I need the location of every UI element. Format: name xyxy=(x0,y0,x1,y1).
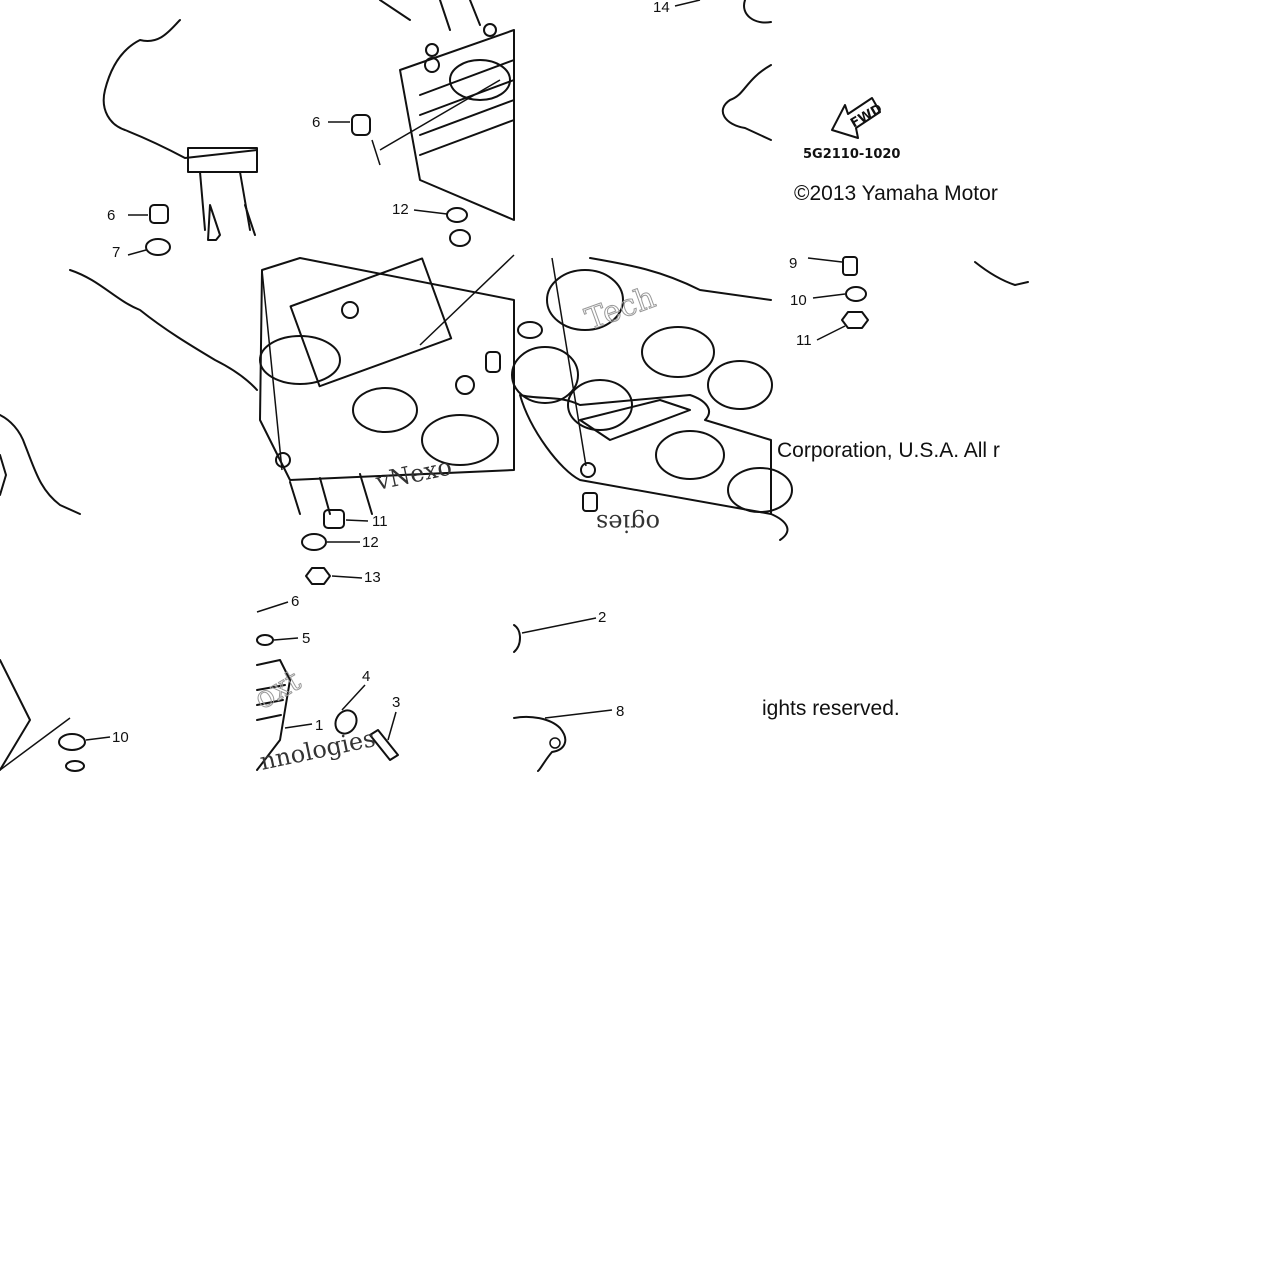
oring-5-icon xyxy=(256,634,274,646)
callout-12-top: 12 xyxy=(392,201,409,218)
tile-mid-center: vNexo xyxy=(259,254,515,515)
callout-3: 3 xyxy=(392,694,400,711)
stud-9-icon xyxy=(842,256,858,276)
bolt-6-icon xyxy=(149,204,169,224)
tile-bottom-center: 11 12 13 6 5 1 4 3 oxt nnologies xyxy=(248,509,400,776)
callout-10-right: 10 xyxy=(790,292,807,309)
forward-arrow-icon: FWD xyxy=(831,97,885,139)
callout-13: 13 xyxy=(364,569,381,586)
tile-mid-right: Tech xyxy=(511,257,793,515)
tile-bottom-far-right: ights reserved. xyxy=(762,697,900,720)
copyright-line-3: ights reserved. xyxy=(762,697,900,720)
callout-9: 9 xyxy=(789,255,797,272)
watermark-3: oxt xyxy=(249,663,307,717)
tile-top-far-right: FWD 5G2110-1020 ©2013 Yamaha Motor xyxy=(794,97,998,205)
dowel-6-icon xyxy=(351,114,371,136)
bolt-11-icon xyxy=(323,509,345,529)
callout-12-center: 12 xyxy=(362,534,379,551)
tile-mid-far-right: 9 10 11 Corporation, U.S.A. All r xyxy=(777,255,1029,462)
nut-icon xyxy=(449,229,471,247)
washer-4-icon xyxy=(334,709,358,735)
watermark-2: ogies xyxy=(596,509,660,537)
nut-13-icon xyxy=(305,567,331,585)
tile-bottom-right: 2 8 ogies xyxy=(513,509,789,772)
callout-14: 14 xyxy=(653,0,670,16)
callout-7: 7 xyxy=(112,244,120,261)
watermark-1: vNexo xyxy=(372,453,454,497)
washer-7-icon xyxy=(145,238,171,256)
gasket-8-icon xyxy=(513,715,567,772)
callout-4: 4 xyxy=(362,668,370,685)
callout-6: 6 xyxy=(107,207,115,224)
tile-top-center: 6 12 xyxy=(312,0,515,247)
nut-11-icon xyxy=(841,311,869,329)
callout-2: 2 xyxy=(598,609,606,626)
callout-5: 5 xyxy=(302,630,310,647)
copyright-line-2: Corporation, U.S.A. All r xyxy=(777,439,1000,462)
washer-12-icon xyxy=(446,207,468,223)
callout-1: 1 xyxy=(315,717,323,734)
washer-12-bottom-icon xyxy=(301,533,327,551)
washer-10-icon xyxy=(845,286,867,302)
tile-top-right: 14 xyxy=(653,0,772,141)
tile-mid-left xyxy=(0,269,258,515)
callout-8: 8 xyxy=(616,703,624,720)
part-number: 5G2110-1020 xyxy=(803,147,900,162)
callout-11-center: 11 xyxy=(372,513,388,530)
copyright-line-1: ©2013 Yamaha Motor xyxy=(794,182,998,205)
callout-10-left: 10 xyxy=(112,729,129,746)
gasket-2-icon xyxy=(513,624,521,653)
callout-11-right: 11 xyxy=(796,332,812,349)
tile-bottom-left: 10 xyxy=(0,659,129,772)
callout-6-top: 6 xyxy=(312,114,320,131)
fwd-label: FWD xyxy=(848,101,885,131)
bolt-3-icon xyxy=(369,729,399,761)
tile-top-left: 6 7 xyxy=(102,19,258,261)
washer-10-bottom-icon xyxy=(58,733,86,751)
callout-6-bottom: 6 xyxy=(291,593,299,610)
